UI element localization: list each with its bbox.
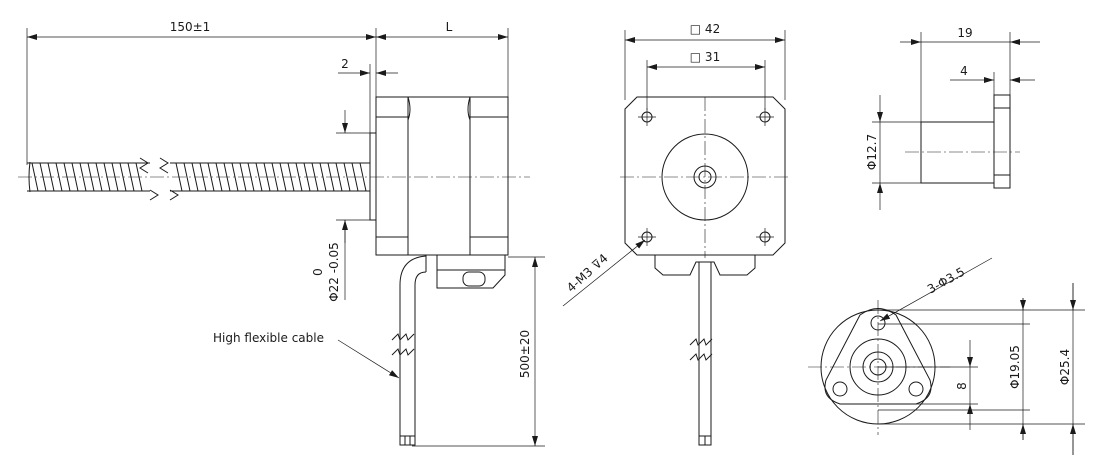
dim-flange-diameter: Φ25.4	[1058, 349, 1072, 385]
dim-body-square: □ 42	[690, 22, 720, 36]
front-view: □ 42 □ 31 4-M3 ⊽4	[562, 22, 790, 446]
dim-offset: 8	[955, 382, 969, 390]
cable-label: High flexible cable	[213, 331, 324, 345]
dim-boss-diameter-tol: 0	[311, 268, 325, 276]
cable-side	[391, 255, 506, 446]
mounting-hole	[638, 108, 774, 246]
dim-hole-pitch: □ 31	[690, 50, 720, 64]
dim-cable-length: 500±20	[518, 330, 532, 378]
nut-end-view: 8 Φ19.05 Φ25.4 3-Φ3.5	[808, 257, 1085, 455]
nut-flange	[824, 308, 932, 405]
dim-screw-length: 150±1	[170, 20, 211, 34]
dim-nut-diameter: Φ12.7	[865, 134, 879, 170]
dim-pitch-circle: Φ19.05	[1008, 345, 1022, 389]
dim-motor-length: L	[446, 20, 453, 34]
dim-holes: 3-Φ3.5	[925, 265, 967, 297]
side-view: 150±1 L 2	[18, 20, 545, 447]
break-mark	[139, 157, 179, 201]
lead-screw	[18, 157, 530, 201]
motor-face	[624, 96, 786, 256]
dim-boss-diameter: Φ22 -0.05	[327, 242, 341, 302]
motor-body-side	[369, 96, 509, 256]
dim-flange-thickness: 4	[960, 64, 968, 78]
dim-boss-length: 2	[341, 57, 349, 71]
nut-side-view: 19 4 Φ12.7	[865, 26, 1040, 210]
dim-nut-length: 19	[957, 26, 972, 40]
